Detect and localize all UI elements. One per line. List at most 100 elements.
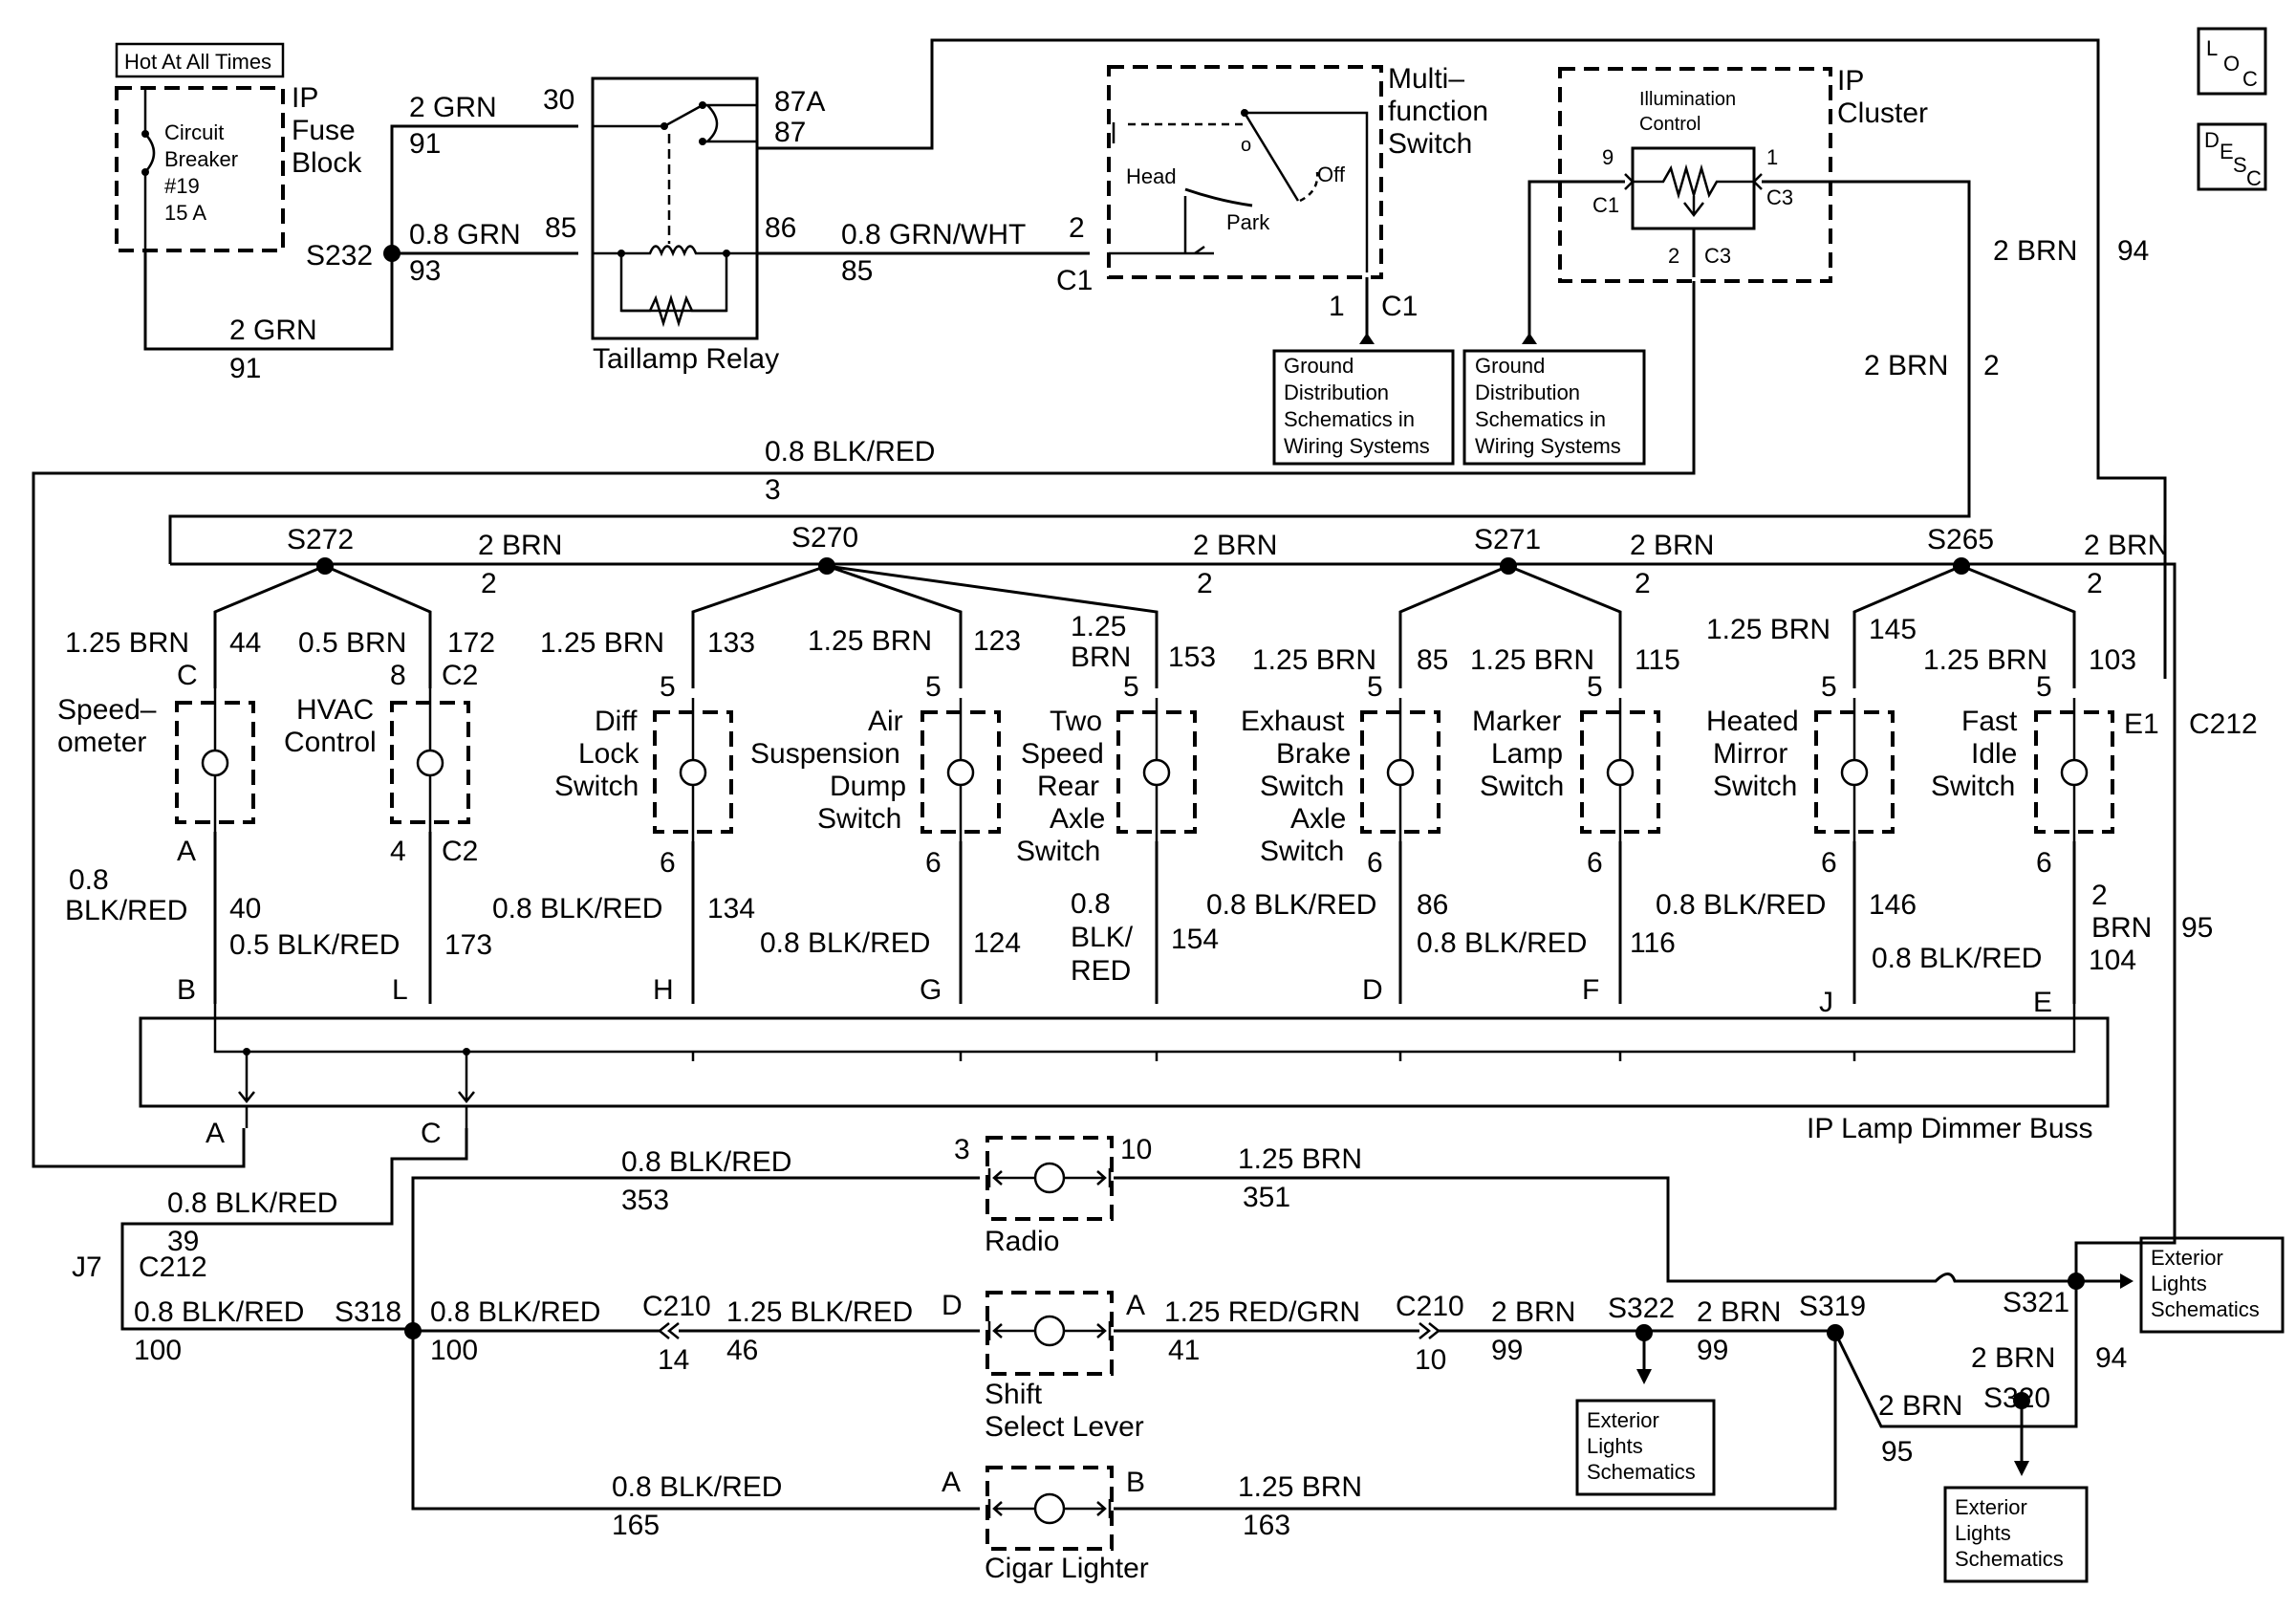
svg-text:99: 99 [1491, 1335, 1523, 1366]
svg-text:2 BRN: 2 BRN [2084, 530, 2168, 561]
svg-text:5: 5 [1123, 671, 1139, 703]
svg-text:2: 2 [1069, 212, 1085, 244]
svg-text:2 BRN: 2 BRN [1697, 1296, 1781, 1328]
svg-text:2 GRN: 2 GRN [409, 92, 497, 123]
svg-text:Heated: Heated [1706, 706, 1799, 737]
taillamp-relay-label: Taillamp Relay [593, 343, 779, 375]
svg-text:99: 99 [1697, 1335, 1728, 1366]
svg-text:Switch: Switch [554, 771, 639, 802]
svg-text:o: o [1241, 135, 1251, 156]
svg-text:Wiring Systems: Wiring Systems [1284, 434, 1430, 458]
svg-text:S319: S319 [1799, 1291, 1866, 1322]
svg-text:C1: C1 [1381, 291, 1418, 322]
svg-text:9: 9 [1602, 145, 1614, 169]
svg-text:Lock: Lock [578, 738, 639, 770]
svg-text:87: 87 [774, 117, 806, 148]
svg-text:Lamp: Lamp [1491, 738, 1563, 770]
svg-text:0.8 BLK/RED: 0.8 BLK/RED [760, 927, 930, 959]
svg-text:10: 10 [1415, 1344, 1446, 1376]
svg-text:O: O [2223, 52, 2240, 76]
svg-text:0.5 BLK/RED: 0.5 BLK/RED [229, 929, 400, 961]
svg-text:C: C [177, 660, 198, 691]
svg-text:1.25 BRN: 1.25 BRN [1238, 1143, 1362, 1175]
svg-text:6: 6 [1821, 847, 1837, 879]
svg-text:S321: S321 [2003, 1287, 2069, 1318]
taillamp-relay [591, 76, 759, 340]
svg-text:C1: C1 [1056, 265, 1093, 296]
svg-text:3: 3 [765, 474, 781, 506]
svg-text:Brake: Brake [1276, 738, 1351, 770]
svg-text:D: D [1362, 974, 1383, 1006]
svg-text:Switch: Switch [1713, 771, 1797, 802]
svg-text:351: 351 [1243, 1182, 1290, 1213]
svg-text:2 BRN: 2 BRN [1971, 1342, 2055, 1374]
svg-text:2 BRN: 2 BRN [1491, 1296, 1575, 1328]
svg-text:G: G [920, 974, 942, 1006]
svg-text:C3: C3 [1704, 244, 1731, 268]
svg-text:0.8 BLK/RED: 0.8 BLK/RED [1206, 889, 1376, 921]
svg-text:Exterior: Exterior [1587, 1408, 1659, 1432]
svg-text:Axle: Axle [1050, 803, 1105, 835]
svg-text:E: E [2220, 140, 2234, 163]
svg-text:1.25 BRN: 1.25 BRN [808, 625, 932, 657]
svg-text:40: 40 [229, 893, 261, 925]
radio [986, 1136, 1114, 1221]
svg-text:F: F [1582, 974, 1599, 1006]
svg-text:Switch: Switch [1016, 836, 1100, 867]
ip-fuse-block [115, 86, 285, 252]
radio-label: Radio [985, 1226, 1059, 1257]
svg-text:Control: Control [1639, 114, 1700, 135]
desc-icon: D E S C [2197, 122, 2267, 191]
svg-text:10: 10 [1120, 1134, 1152, 1165]
svg-text:Mirror: Mirror [1713, 738, 1787, 770]
svg-text:Ground: Ground [1475, 354, 1545, 378]
svg-text:0.8 BLK/RED: 0.8 BLK/RED [765, 436, 935, 468]
svg-text:94: 94 [2117, 235, 2149, 267]
svg-text:2: 2 [2091, 880, 2108, 911]
svg-text:S318: S318 [335, 1296, 401, 1328]
svg-text:5: 5 [1821, 671, 1837, 703]
svg-text:C: C [2246, 166, 2262, 190]
svg-text:Switch: Switch [1388, 128, 1472, 160]
svg-text:15 A: 15 A [164, 201, 206, 225]
svg-text:2: 2 [2087, 568, 2103, 599]
svg-text:100: 100 [430, 1335, 478, 1366]
svg-text:C: C [2242, 67, 2258, 91]
svg-text:Illumination: Illumination [1639, 89, 1736, 110]
svg-text:Off: Off [1317, 163, 1346, 186]
svg-text:B: B [1126, 1467, 1145, 1498]
svg-text:1.25 RED/GRN: 1.25 RED/GRN [1164, 1296, 1360, 1328]
svg-text:1: 1 [1329, 291, 1345, 322]
svg-text:Circuit: Circuit [164, 120, 224, 144]
svg-text:BLK/RED: BLK/RED [65, 895, 187, 926]
svg-text:Multi–: Multi– [1388, 63, 1464, 95]
svg-text:Block: Block [292, 147, 362, 179]
svg-text:C3: C3 [1766, 185, 1793, 209]
illumination-control-label: Illumination Control [1639, 89, 1736, 135]
svg-text:0.8: 0.8 [1071, 888, 1111, 920]
svg-text:Schematics: Schematics [1587, 1460, 1696, 1484]
svg-text:172: 172 [447, 627, 495, 659]
svg-text:L: L [392, 974, 408, 1006]
svg-text:6: 6 [660, 847, 676, 879]
svg-text:95: 95 [1881, 1436, 1913, 1468]
svg-text:Schematics: Schematics [1955, 1547, 2064, 1571]
svg-text:41: 41 [1168, 1335, 1200, 1366]
svg-text:E1: E1 [2124, 708, 2159, 740]
ip-lamp-dimmer-buss [139, 1016, 2110, 1108]
svg-text:91: 91 [229, 353, 261, 384]
svg-text:C212: C212 [139, 1251, 207, 1283]
svg-text:30: 30 [543, 84, 574, 116]
svg-text:Park: Park [1226, 210, 1270, 234]
svg-text:2 GRN: 2 GRN [229, 315, 317, 346]
svg-text:145: 145 [1869, 614, 1917, 645]
svg-text:Wiring Systems: Wiring Systems [1475, 434, 1621, 458]
svg-text:C2: C2 [442, 836, 478, 867]
svg-text:Idle: Idle [1971, 738, 2017, 770]
svg-text:5: 5 [925, 671, 942, 703]
svg-text:Schematics in: Schematics in [1475, 407, 1606, 431]
ip-lamp-dimmer-buss-label: IP Lamp Dimmer Buss [1807, 1113, 2093, 1144]
svg-text:A: A [942, 1467, 961, 1498]
circuit-breaker-symbol [143, 88, 156, 250]
